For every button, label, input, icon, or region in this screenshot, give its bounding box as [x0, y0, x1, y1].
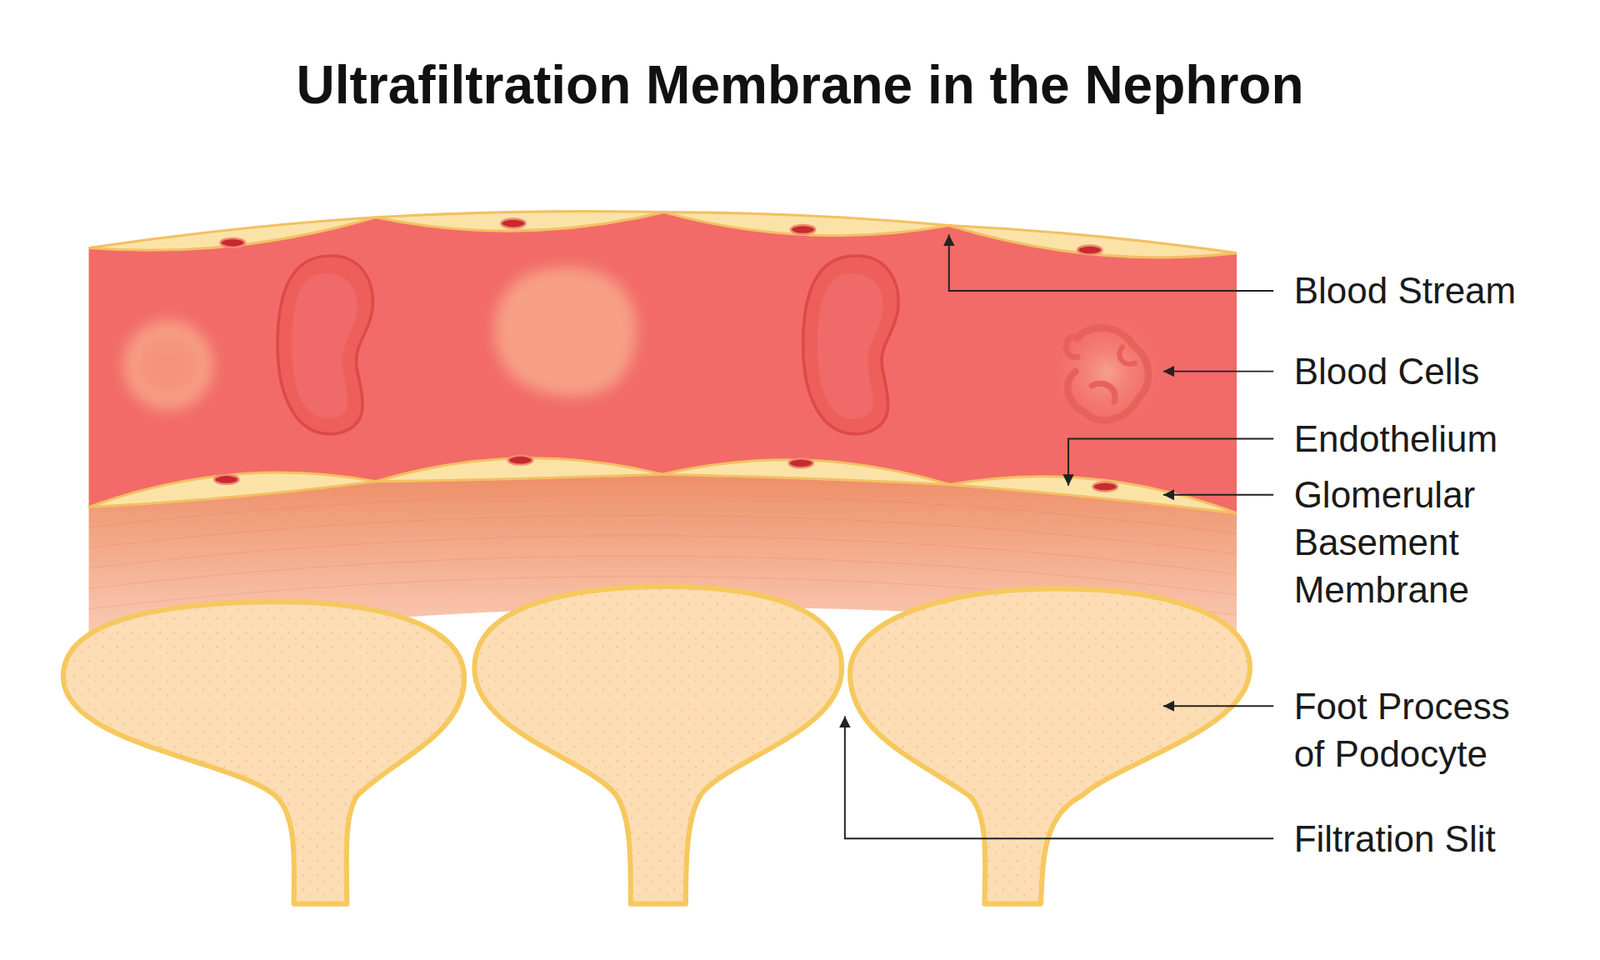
leader-line	[1163, 370, 1274, 373]
callout-label: Endothelium	[1294, 415, 1499, 463]
callout-anchor: Blood Cells	[1294, 347, 1480, 395]
nucleus	[214, 455, 1118, 492]
callout-label: Filtration Slit	[1294, 815, 1496, 863]
callout-anchor: Endothelium	[1294, 415, 1499, 463]
callout-label: Blood Cells	[1294, 347, 1480, 395]
red-blood-cell	[803, 255, 899, 435]
vessel-lumen	[89, 211, 1238, 514]
leader-line	[949, 235, 1274, 291]
faded-cell	[495, 267, 637, 397]
leader-line	[1068, 438, 1274, 485]
title-area: Ultrafiltration Membrane in the Nephron	[0, 53, 1600, 118]
callout-anchor: Glomerular Basement Membrane	[1294, 470, 1536, 614]
diagram-title: Ultrafiltration Membrane in the Nephron	[0, 53, 1600, 118]
red-blood-cell	[277, 255, 373, 435]
callout-label: Glomerular Basement Membrane	[1294, 470, 1536, 614]
faded-cell	[123, 320, 214, 410]
platelet-glow	[1044, 309, 1171, 436]
leader-lines	[845, 235, 1274, 840]
callout-anchor: Filtration Slit	[1294, 815, 1496, 863]
callout-label: Foot Process of Podocyte	[1294, 682, 1536, 778]
callout-label: Blood Stream	[1294, 266, 1517, 315]
platelet	[1065, 327, 1149, 420]
endothelial-cells-bottom	[89, 458, 1238, 514]
nucleus	[220, 219, 1102, 255]
leader-line	[845, 715, 1274, 839]
callout-anchor: Foot Process of Podocyte	[1294, 682, 1536, 778]
faded-cell-core	[137, 335, 199, 396]
leader-line	[1163, 705, 1274, 707]
podocyte-foot-process	[63, 586, 1250, 905]
callout-anchor: Blood Stream	[1294, 266, 1517, 315]
leader-line	[1163, 494, 1274, 496]
endothelial-cells-top	[89, 211, 1238, 258]
